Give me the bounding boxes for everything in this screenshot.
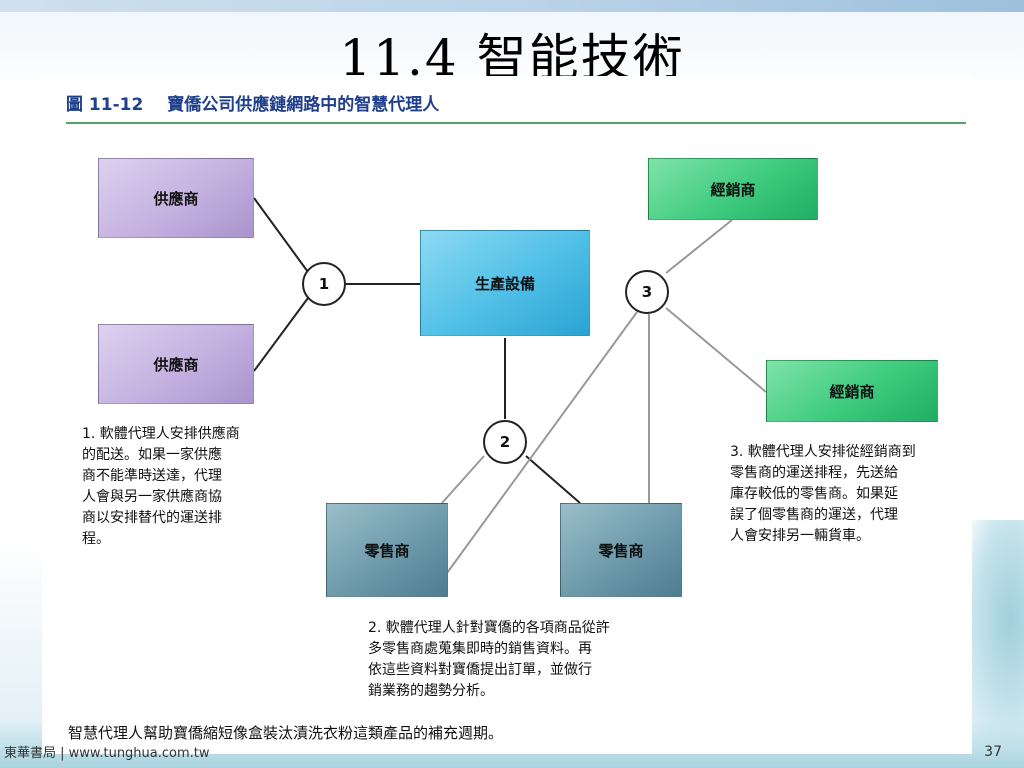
figure-title: 寶僑公司供應鏈網路中的智慧代理人: [167, 95, 440, 115]
footer-publisher[interactable]: 東華書局 | www.tunghua.com.tw: [4, 746, 210, 761]
hub-1: 1: [302, 262, 346, 306]
figure-caption: 智慧代理人幫助寶僑縮短像盒裝汰漬洗衣粉這類產品的補充週期。: [68, 724, 504, 742]
line-hub3-distributor-top: [665, 219, 733, 274]
note-1: 1. 軟體代理人安排供應商 的配送。如果一家供應 商不能準時送達，代理 人會與另…: [82, 426, 240, 547]
line-hub3-distributor-bottom: [665, 307, 767, 393]
hub-3: 3: [625, 270, 669, 314]
supplier-node-bottom: 供應商: [98, 324, 254, 404]
figure-heading: 圖 11-12 寶僑公司供應鏈網路中的智慧代理人: [66, 90, 966, 124]
connector-lines: [253, 197, 767, 574]
page-number: 37: [984, 744, 1002, 760]
retailer-node-left: 零售商: [326, 503, 448, 597]
distributor-node-bottom: 經銷商: [766, 360, 938, 422]
line-hub3-retailer-left: [446, 311, 638, 574]
line-hub2-retailer-right: [525, 455, 581, 504]
distributor-node-top: 經銷商: [648, 158, 818, 220]
figure-panel: 圖 11-12 寶僑公司供應鏈網路中的智慧代理人 供應商 供應商 生產設備 經銷…: [42, 76, 972, 754]
line-hub2-retailer-left: [441, 455, 485, 504]
note-2: 2. 軟體代理人針對寶僑的各項商品從許 多零售商處蒐集即時的銷售資料。再 依這些…: [368, 620, 610, 699]
figure-number: 圖 11-12: [66, 95, 144, 115]
hub-2: 2: [483, 420, 527, 464]
retailer-node-right: 零售商: [560, 503, 682, 597]
line-supplier-top-hub1: [253, 197, 309, 273]
note-3: 3. 軟體代理人安排從經銷商到 零售商的運送排程，先送給 庫存較低的零售商。如果…: [730, 444, 916, 544]
top-decoration-band: [0, 0, 1024, 12]
production-node: 生產設備: [420, 230, 590, 336]
line-supplier-bottom-hub1: [253, 297, 309, 372]
supplier-node-top: 供應商: [98, 158, 254, 238]
